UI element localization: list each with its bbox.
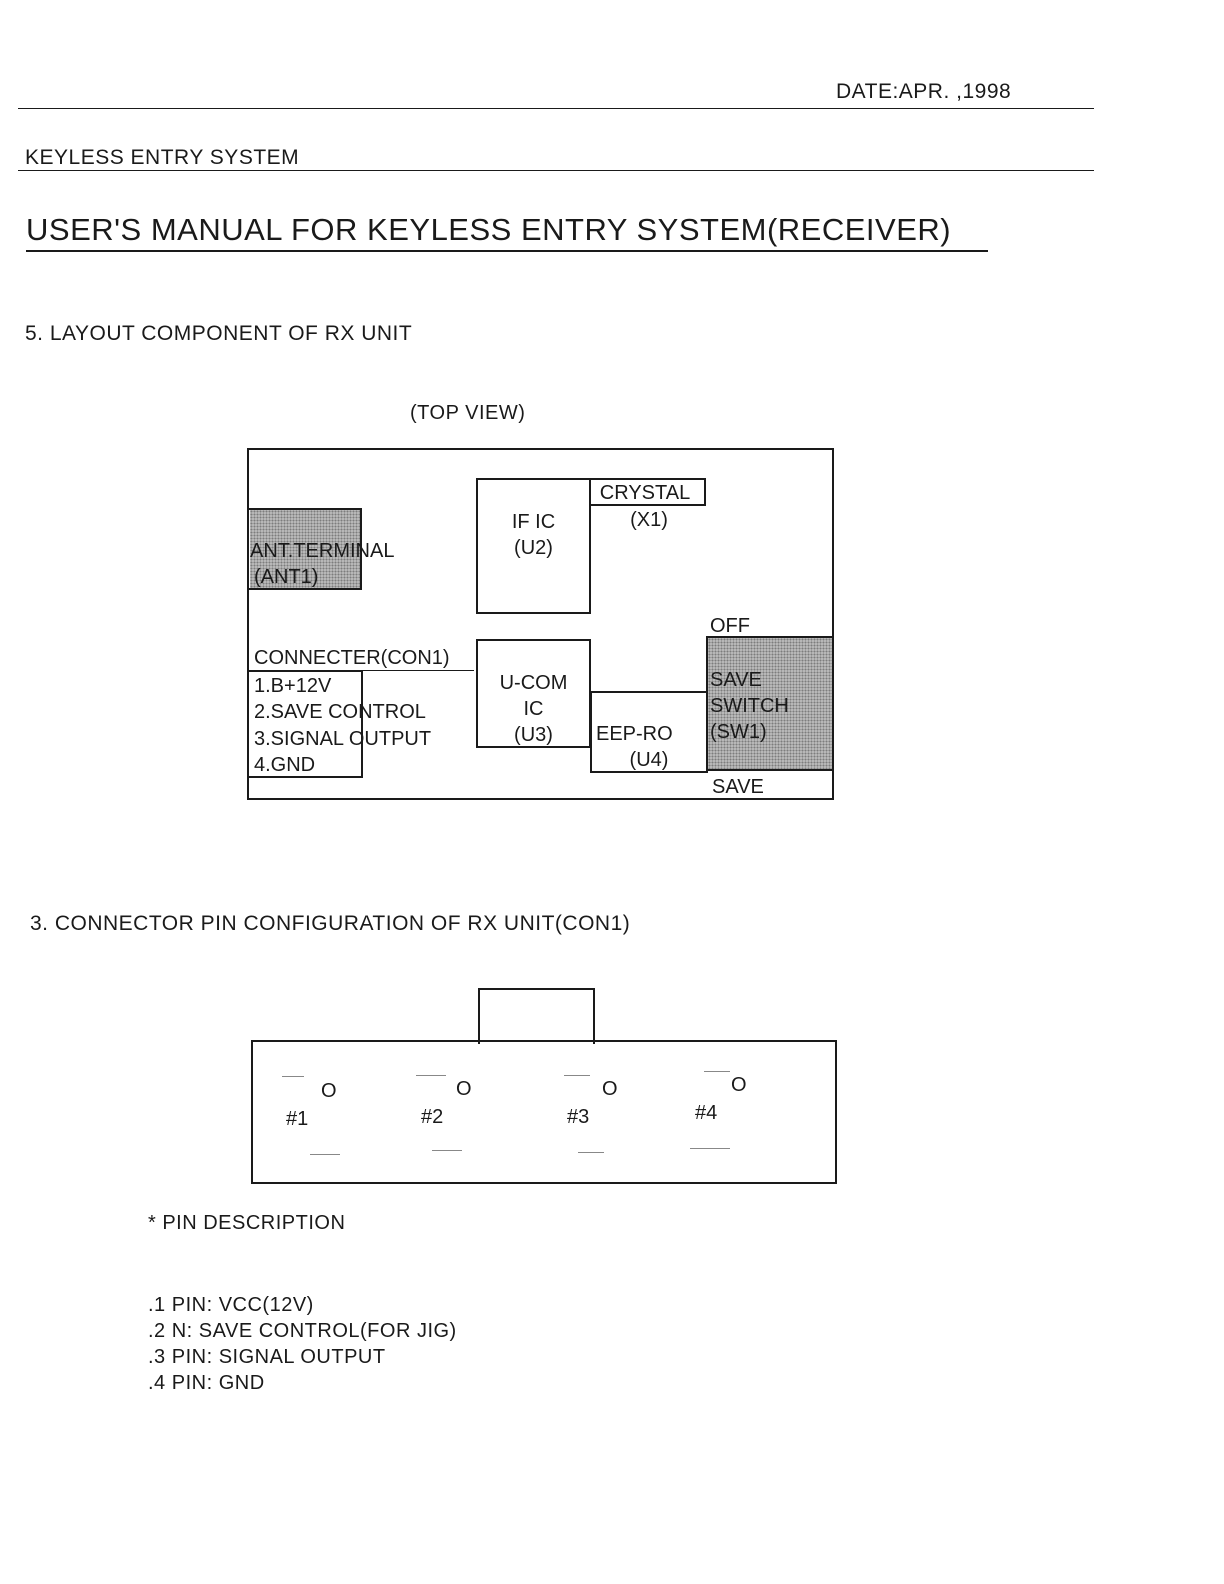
crystal-x1 bbox=[589, 478, 706, 506]
section-5-heading: 5. LAYOUT COMPONENT OF RX UNIT bbox=[25, 322, 413, 345]
pin-description-4: .4 PIN: GND bbox=[148, 1372, 265, 1394]
save-switch-shading bbox=[708, 638, 832, 769]
pin-description-1: .1 PIN: VCC(12V) bbox=[148, 1294, 314, 1316]
save-switch-ref: (SW1) bbox=[710, 721, 767, 743]
pin-1-hole: O bbox=[321, 1080, 337, 1102]
pin-3-hole: O bbox=[602, 1078, 618, 1100]
pin-2-dash-top bbox=[416, 1075, 446, 1076]
if-ic-ref: (U2) bbox=[514, 537, 553, 559]
pin-2-label: #2 bbox=[421, 1106, 444, 1128]
pin-3-dash-bottom bbox=[578, 1152, 604, 1153]
system-rule bbox=[18, 170, 1094, 171]
pin-3-label: #3 bbox=[567, 1106, 590, 1128]
pin-1-label: #1 bbox=[286, 1108, 309, 1130]
rx-board-outline bbox=[247, 448, 834, 800]
connecter-pin-1: 1.B+12V bbox=[254, 675, 332, 697]
section-6-heading: 3. CONNECTOR PIN CONFIGURATION OF RX UNI… bbox=[30, 912, 631, 935]
ant-terminal-ref: (ANT1) bbox=[254, 566, 319, 588]
connector-body bbox=[251, 1040, 837, 1184]
pin-description-3: .3 PIN: SIGNAL OUTPUT bbox=[148, 1346, 386, 1368]
pin-2-hole: O bbox=[456, 1078, 472, 1100]
eeprom-label: EEP-RO bbox=[596, 723, 673, 745]
header-rule bbox=[18, 108, 1094, 109]
pin-description-title: * PIN DESCRIPTION bbox=[148, 1212, 346, 1234]
if-ic-label: IF IC bbox=[511, 511, 556, 533]
pin-4-dash-bottom bbox=[690, 1148, 730, 1149]
save-switch-sw1 bbox=[706, 636, 834, 771]
title-underline bbox=[26, 250, 988, 252]
connecter-pin-2: 2.SAVE CONTROL bbox=[254, 701, 426, 723]
pin-4-dash-top bbox=[704, 1071, 730, 1072]
switch-save-label: SAVE bbox=[712, 776, 764, 798]
pin-1-dash-top bbox=[282, 1076, 304, 1077]
ucom-ic-ref: (U3) bbox=[514, 724, 553, 746]
ant-terminal-shading bbox=[250, 510, 360, 588]
ant-terminal-label: ANT.TERMINAL bbox=[250, 540, 395, 562]
save-switch-label: SAVE bbox=[710, 669, 762, 691]
connecter-pin-4: 4.GND bbox=[254, 754, 316, 776]
ucom-ic-sub: IC bbox=[523, 698, 544, 720]
connecter-pin-3: 3.SIGNAL OUTPUT bbox=[254, 728, 432, 750]
switch-off-label: OFF bbox=[710, 615, 750, 637]
system-name: KEYLESS ENTRY SYSTEM bbox=[25, 146, 300, 169]
connecter-title: CONNECTER(CON1) bbox=[254, 647, 450, 669]
ucom-ic-label: U-COM bbox=[499, 672, 568, 694]
pin-description-2: .2 N: SAVE CONTROL(FOR JIG) bbox=[148, 1320, 457, 1342]
pin-2-dash-bottom bbox=[432, 1150, 462, 1151]
document-date: DATE:APR. ,1998 bbox=[836, 80, 1012, 103]
connector-latch bbox=[478, 988, 595, 1044]
pin-4-label: #4 bbox=[695, 1102, 718, 1124]
ant-terminal bbox=[248, 508, 362, 590]
page-title: USER'S MANUAL FOR KEYLESS ENTRY SYSTEM(R… bbox=[26, 212, 952, 247]
connecter-con1 bbox=[249, 670, 363, 778]
if-ic-u2 bbox=[476, 478, 591, 614]
eeprom-ref: (U4) bbox=[629, 749, 669, 771]
crystal-label: CRYSTAL bbox=[599, 482, 691, 504]
top-view-label: (TOP VIEW) bbox=[410, 402, 526, 424]
pin-3-dash-top bbox=[564, 1075, 590, 1076]
pin-4-hole: O bbox=[731, 1074, 747, 1096]
crystal-ref: (X1) bbox=[630, 509, 668, 531]
pin-1-dash-bottom bbox=[310, 1154, 340, 1155]
save-switch-label-2: SWITCH bbox=[710, 695, 789, 717]
